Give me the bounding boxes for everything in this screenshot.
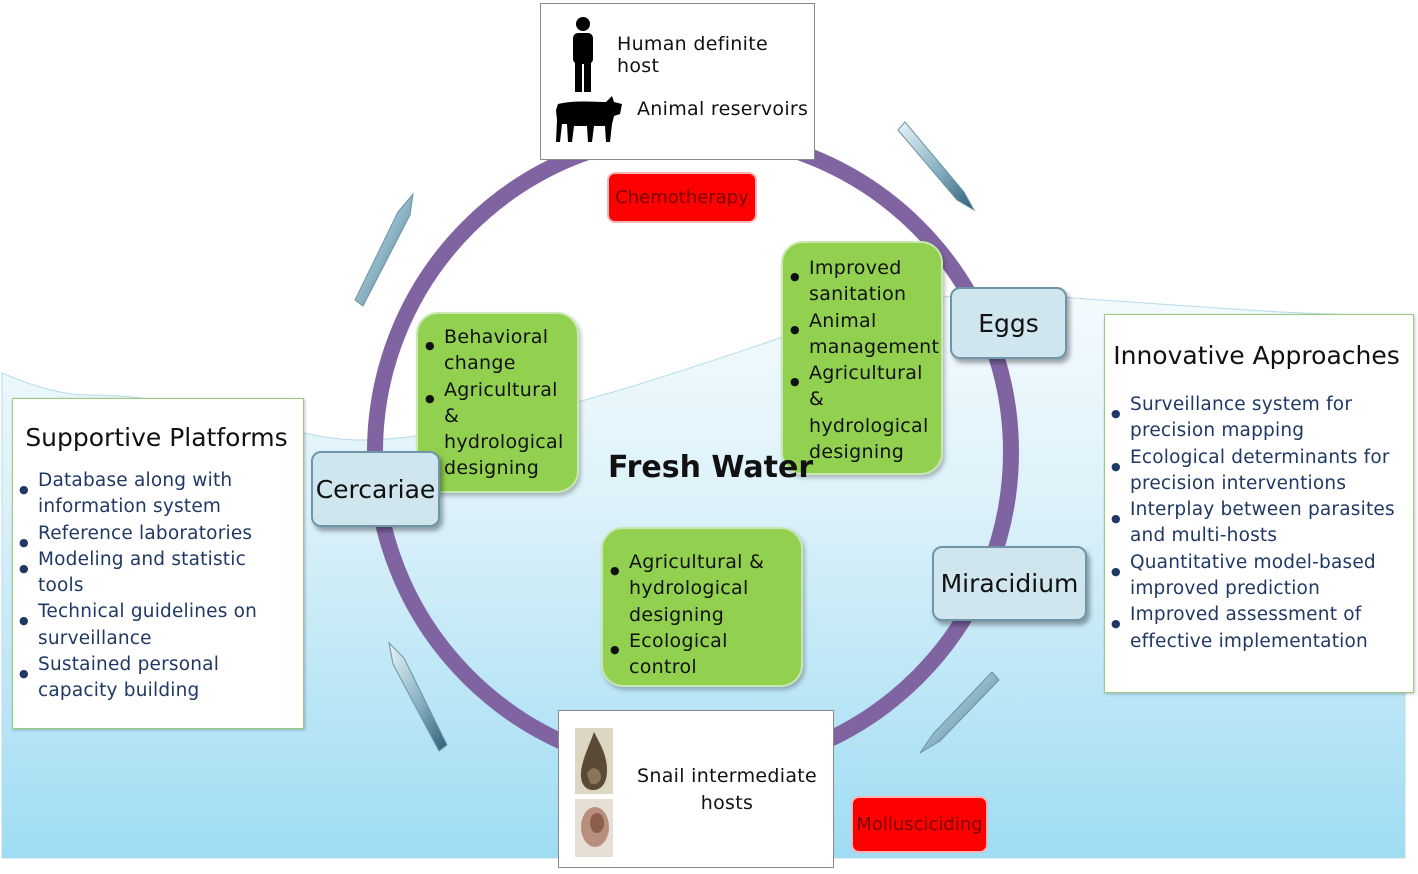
- list-item: Database along with information system: [16, 468, 297, 521]
- innovative-approaches-title: Innovative Approaches: [1113, 341, 1400, 370]
- innovative-approaches-panel: Innovative Approaches Surveillance syste…: [1104, 314, 1414, 693]
- list-item: Agricultural & hydrological designing: [422, 377, 573, 482]
- cow-icon: [556, 96, 622, 142]
- supportive-platforms-panel: Supportive Platforms Database along with…: [12, 398, 304, 729]
- mollusciciding-badge: Mollusciciding: [851, 796, 988, 853]
- host-box-intermediate: Snail intermediate hosts: [558, 710, 834, 868]
- list-item: Behavioral change: [422, 324, 573, 377]
- list-item: Ecological determinants for precision in…: [1108, 445, 1405, 498]
- arrow-icon: [354, 192, 414, 307]
- intervention-list: Behavioral change Agricultural & hydrolo…: [422, 324, 573, 482]
- human-host-label: Human definite host: [617, 33, 768, 77]
- list-item: Reference laboratories: [16, 521, 297, 557]
- list-item: Quantitative model-based improved predic…: [1108, 550, 1405, 603]
- list-item: Modeling and statistic tools: [16, 547, 297, 600]
- list-item: Interplay between parasites and multi-ho…: [1108, 497, 1405, 550]
- intervention-box-bottom: Agricultural & hydrological designing Ec…: [601, 527, 803, 687]
- list-item: Agricultural & hydrological designing: [607, 549, 797, 628]
- intervention-list: Agricultural & hydrological designing Ec…: [607, 549, 797, 680]
- animal-reservoirs-label: Animal reservoirs: [637, 98, 809, 120]
- arrow-icon: [388, 641, 448, 752]
- innovative-approaches-list: Surveillance system for precision mappin…: [1108, 392, 1405, 655]
- snail-shell-icon: [575, 728, 613, 794]
- stage-cercariae: Cercariae: [311, 451, 440, 527]
- list-item: Surveillance system for precision mappin…: [1108, 392, 1405, 445]
- list-item: Technical guidelines on surveillance: [16, 599, 297, 652]
- snail-body-icon: [575, 799, 613, 857]
- arrow-icon: [897, 121, 976, 212]
- snail-host-label: Snail intermediate hosts: [637, 765, 817, 814]
- intervention-list: Improved sanitation Animal management Ag…: [787, 255, 939, 465]
- list-item: Animal management: [787, 308, 939, 361]
- host-box-definitive: Human definite host Animal reservoirs: [540, 3, 815, 160]
- list-item: Agricultural & hydrological designing: [787, 360, 935, 465]
- stage-eggs: Eggs: [950, 287, 1067, 359]
- stage-miracidium: Miracidium: [932, 546, 1087, 621]
- arrow-icon: [919, 671, 1000, 754]
- intervention-box-top-right: Improved sanitation Animal management Ag…: [781, 241, 943, 475]
- list-item: Sustained personal capacity building: [16, 652, 297, 705]
- human-icon: [573, 17, 593, 92]
- intervention-box-top-left: Behavioral change Agricultural & hydrolo…: [416, 312, 579, 493]
- list-item: Improved sanitation: [787, 255, 935, 308]
- supportive-platforms-title: Supportive Platforms: [25, 423, 288, 452]
- chemotherapy-badge: Chemotherapy: [607, 172, 757, 223]
- list-item: Improved assessment of effective impleme…: [1108, 602, 1405, 655]
- list-item: Ecological control: [607, 628, 797, 681]
- supportive-platforms-list: Database along with information system R…: [16, 468, 297, 705]
- fresh-water-label: Fresh Water: [608, 450, 814, 485]
